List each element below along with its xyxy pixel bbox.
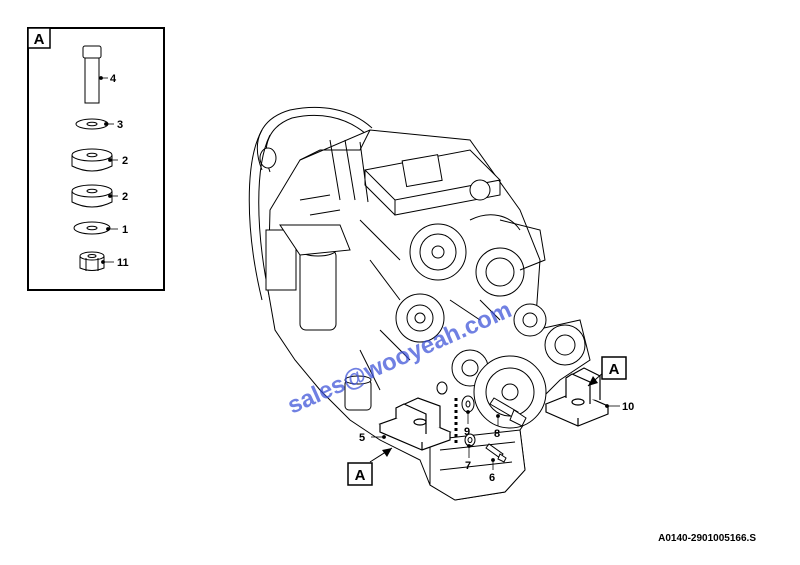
left-mount-bracket [378, 397, 452, 451]
callout-2-upper: 2 [122, 155, 128, 167]
svg-text:A: A [609, 361, 620, 378]
bolt-6-part [485, 443, 507, 463]
right-mount-bracket [544, 367, 610, 427]
spacer-part [436, 381, 476, 447]
callout-3: 3 [117, 119, 123, 131]
washer-part [75, 118, 109, 130]
callout-5: 5 [359, 432, 365, 444]
bolt-8-part [489, 397, 527, 427]
callout-8: 8 [494, 428, 500, 440]
svg-text:A: A [355, 467, 366, 484]
callout-7: 7 [465, 460, 471, 472]
callout-2-lower: 2 [122, 191, 128, 203]
callout-6: 6 [489, 472, 495, 484]
callout-4: 4 [110, 73, 117, 85]
flat-washer-part [73, 221, 111, 235]
detail-view-a: A [27, 27, 165, 291]
rubber-mount-lower [71, 184, 113, 208]
drawing-number: A0140-2901005166.S [658, 533, 756, 544]
callout-10: 10 [622, 401, 634, 413]
view-tag-left: A [347, 447, 393, 486]
detail-tag: A [34, 31, 45, 48]
callout-11: 11 [117, 257, 129, 269]
rubber-mount-upper [71, 148, 113, 172]
callout-9: 9 [464, 426, 470, 438]
bolt-part [82, 45, 102, 104]
callout-1: 1 [122, 224, 128, 236]
view-tag-right: A [587, 356, 627, 387]
nut-part [79, 251, 105, 271]
